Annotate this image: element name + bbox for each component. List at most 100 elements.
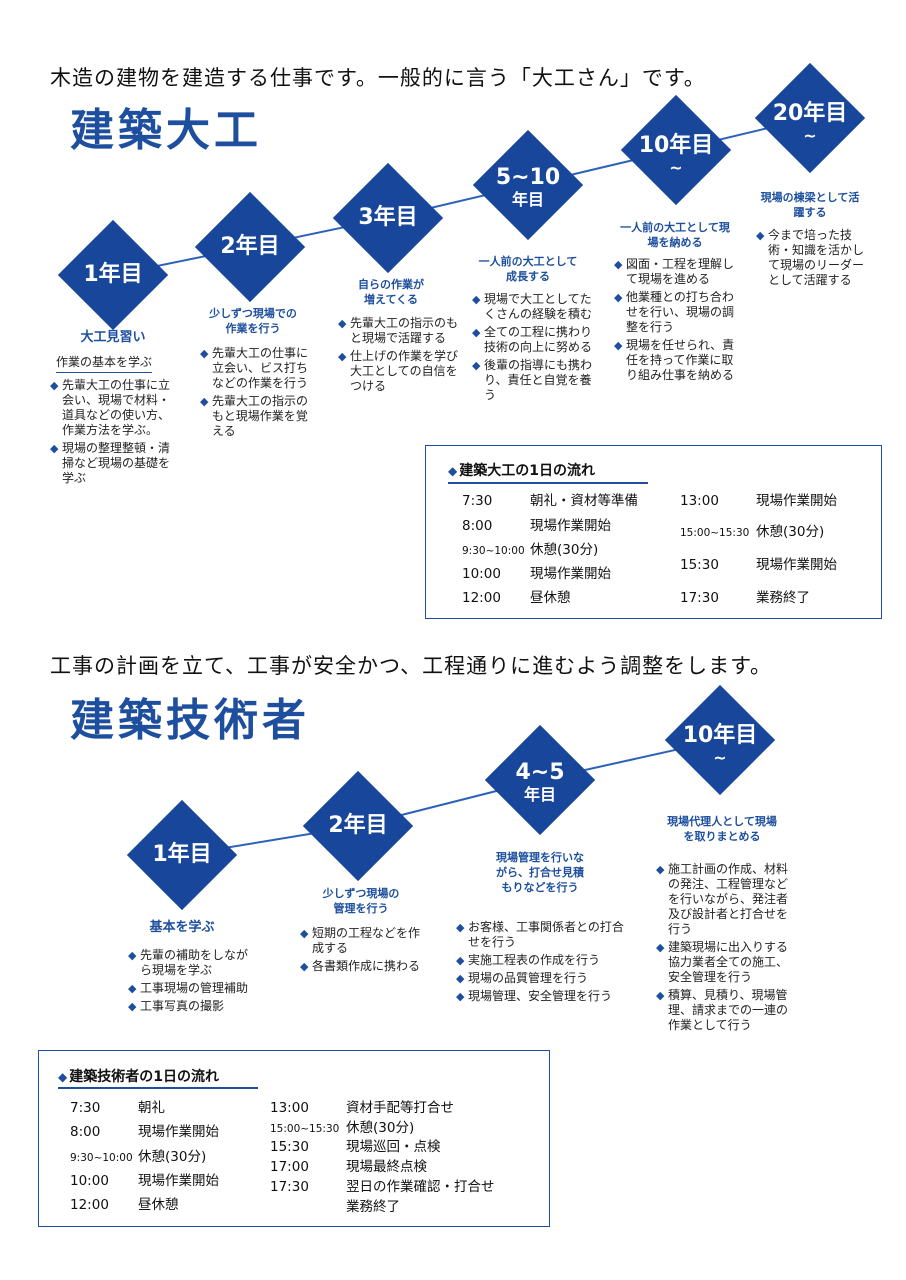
carpenter-stage-4-heading: 一人前の大工として成長する (478, 255, 578, 283)
carpenter-stage-3-heading: 自らの作業が増えてくる (358, 278, 424, 306)
carpenter-stage-1-list: 先輩大工の仕事に立会い、現場で材料・道具などの使い方、作業方法を学ぶ。 現場の整… (50, 378, 178, 489)
carpenter-stage-5-list: 図面・工程を理解して現場を進める 他業種との打ち合わせを行い、現場の調整を行う … (614, 257, 738, 386)
list-item: 実施工程表の作成を行う (456, 953, 631, 968)
list-item: 仕上げの作業を学び大工としての自信をつける (338, 349, 460, 394)
list-item: 現場を任せられ、責任を持って作業に取り組み仕事を納める (614, 338, 738, 383)
list-item: 現場の品質管理を行う (456, 971, 631, 986)
engineer-schedule-rule (58, 1087, 258, 1089)
list-item: 全ての工程に携わり技術の向上に努める (472, 325, 596, 355)
engineer-lead-text: 工事の計画を立て、工事が安全かつ、工程通りに進むよう調整をします。 (50, 654, 773, 678)
engineer-stage-1-heading: 基本を学ぶ (149, 920, 215, 935)
engineer-stage-3-label-unit: 年目 (523, 785, 556, 804)
engineer-stage-4-label-main: 10年目 (682, 723, 758, 748)
engineer-schedule-title-text: 建築技術者の1日の流れ (69, 1069, 219, 1085)
engineer-stage-1-list: 先輩の補助をしながら現場を学ぶ 工事現場の管理補助 工事写真の撮影 (128, 948, 256, 1017)
engineer-stage-1-label: 1年目 (152, 842, 212, 867)
carpenter-schedule-title: ◆建築大工の1日の流れ (448, 460, 595, 480)
carpenter-stage-3-list: 先輩大工の指示のもと現場で活躍する 仕上げの作業を学び大工としての自信をつける (338, 316, 460, 397)
list-item: 先輩の補助をしながら現場を学ぶ (128, 948, 256, 978)
carpenter-stage-2-list: 先輩大工の仕事に立会い、ビス打ちなどの作業を行う 先輩大工の指示のもと現場作業を… (200, 346, 318, 442)
engineer-schedule-title: ◆建築技術者の1日の流れ (58, 1066, 219, 1086)
list-item: 現場で大工としてたくさんの経験を積む (472, 292, 596, 322)
list-item: 図面・工程を理解して現場を進める (614, 257, 738, 287)
carpenter-stage-5-label: 10年目 ~ (616, 135, 736, 179)
carpenter-stage-5-label-tilde: ~ (669, 158, 683, 177)
list-item: 今まで培った技術・知識を活かして現場のリーダーとして活躍する (756, 228, 866, 288)
carpenter-stage-5-heading: 一人前の大工として現場を納める (620, 221, 730, 249)
list-item: 後輩の指導にも携わり、責任と自覚を養う (472, 358, 596, 403)
engineer-schedule-right-5: 業務終了 (346, 1199, 400, 1215)
carpenter-stage-6-label: 20年目 ~ (750, 103, 870, 147)
engineer-stage-3-label: 4~5 年目 (480, 762, 600, 806)
carpenter-lead-text: 木造の建物を建造する仕事です。一般的に言う「大工さん」です。 (50, 66, 706, 90)
list-item: 各書類作成に携わる (300, 959, 424, 974)
carpenter-schedule-rule (448, 482, 648, 484)
carpenter-stage-1-subheading: 作業の基本を学ぶ (56, 353, 153, 373)
carpenter-stage-6-list: 今まで培った技術・知識を活かして現場のリーダーとして活躍する (756, 228, 866, 291)
list-item: 短期の工程などを作成する (300, 926, 424, 956)
diamond-bullet-icon: ◆ (448, 464, 458, 478)
list-item: 先輩大工の指示のもと現場で活躍する (338, 316, 460, 346)
list-item: 建築現場に出入りする協力業者全ての施工、安全管理を行う (656, 940, 796, 985)
carpenter-stage-1-heading: 大工見習い (80, 330, 146, 345)
list-item: 工事現場の管理補助 (128, 981, 256, 996)
engineer-stage-2-list: 短期の工程などを作成する 各書類作成に携わる (300, 926, 424, 977)
engineer-stage-3-heading: 現場管理を行いながら、打合せ見積もりなどを行う (496, 851, 584, 894)
engineer-section-title: 建築技術者 (70, 695, 310, 746)
carpenter-stage-6-label-main: 20年目 (772, 101, 848, 126)
engineer-schedule-box (38, 1050, 550, 1227)
carpenter-stage-3-label: 3年目 (358, 205, 418, 230)
carpenter-section-title: 建築大工 (70, 105, 262, 156)
engineer-stage-4-label-tilde: ~ (713, 748, 727, 767)
carpenter-stage-1-label: 1年目 (83, 262, 143, 287)
carpenter-stage-2-heading: 少しずつ現場での作業を行う (209, 307, 297, 335)
list-item: 他業種との打ち合わせを行い、現場の調整を行う (614, 290, 738, 335)
engineer-stage-4-list: 施工計画の作成、材料の発注、工程管理などを行いながら、発注者及び設計者と打合せを… (656, 862, 796, 1036)
engineer-stage-4-label: 10年目 ~ (660, 725, 780, 769)
engineer-stage-3-list: お客様、工事関係者との打合せを行う 実施工程表の作成を行う 現場の品質管理を行う… (456, 920, 631, 1007)
diamond-bullet-icon: ◆ (58, 1070, 68, 1084)
carpenter-stage-5-label-main: 10年目 (638, 133, 714, 158)
list-item: 先輩大工の仕事に立会い、ビス打ちなどの作業を行う (200, 346, 318, 391)
engineer-stage-2-heading: 少しずつ現場の管理を行う (322, 887, 400, 915)
carpenter-stage-4-label-unit: 年目 (511, 190, 544, 209)
carpenter-schedule-box (425, 445, 882, 619)
carpenter-stage-6-label-tilde: ~ (803, 126, 817, 145)
carpenter-schedule-title-text: 建築大工の1日の流れ (459, 463, 595, 479)
list-item: 現場管理、安全管理を行う (456, 989, 631, 1004)
list-item: 先輩大工の指示のもと現場作業を覚える (200, 394, 318, 439)
engineer-stage-3-label-main: 4~5 (515, 760, 565, 785)
carpenter-stage-6-heading: 現場の棟梁として活躍する (760, 191, 860, 219)
list-item: 工事写真の撮影 (128, 999, 256, 1014)
carpenter-stage-4-label: 5~10 年目 (468, 167, 588, 211)
list-item: 施工計画の作成、材料の発注、工程管理などを行いながら、発注者及び設計者と打合せを… (656, 862, 796, 937)
carpenter-stage-4-list: 現場で大工としてたくさんの経験を積む 全ての工程に携わり技術の向上に努める 後輩… (472, 292, 596, 406)
engineer-stage-4-heading: 現場代理人として現場を取りまとめる (667, 815, 777, 843)
list-item: 現場の整理整頓・清掃など現場の基礎を学ぶ (50, 441, 178, 486)
list-item: お客様、工事関係者との打合せを行う (456, 920, 631, 950)
list-item: 先輩大工の仕事に立会い、現場で材料・道具などの使い方、作業方法を学ぶ。 (50, 378, 178, 438)
engineer-stage-2-label: 2年目 (328, 813, 388, 838)
engineer-timeline-line (181, 739, 721, 856)
carpenter-stage-2-label: 2年目 (220, 234, 280, 259)
carpenter-stage-4-label-main: 5~10 (495, 165, 561, 190)
